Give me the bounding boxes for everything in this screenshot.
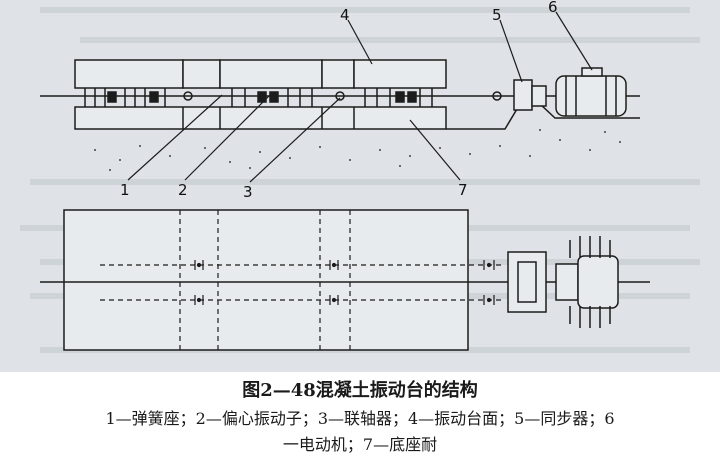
plan-table-outline [63,209,469,351]
callout-6: 6 [548,0,558,16]
electric-motor [555,67,627,117]
coupling [183,91,193,101]
diagram-figure: 1 2 3 4 5 6 7 [0,0,720,372]
table-top-segment [219,59,323,89]
plan-couplings [194,260,495,305]
callout-4: 4 [340,6,350,24]
figure-caption-title: 图2—48混凝土振动台的结构 [242,380,478,401]
base-frame [74,106,447,130]
plan-view [40,209,650,351]
coupling [492,91,502,101]
plan-synchronizer [507,251,547,313]
leader-lines [127,11,593,183]
ground-hatching [94,129,621,171]
figure-caption-legend: 1—弹簧座；2—偏心振动子；3—联轴器；4—振动台面；5—同步器；6 一电动机；… [8,406,712,458]
table-top-segment [321,59,355,89]
spring-seats [84,88,433,107]
eccentric-vibrators [107,91,417,103]
table-top-segment [353,59,447,89]
synchronizer [513,79,533,111]
callout-5: 5 [492,6,502,24]
table-top-segment [182,59,221,89]
callout-1: 1 [120,181,130,199]
table-top-segment [74,59,184,89]
callout-3: 3 [243,183,253,201]
legend-line: 1—弹簧座；2—偏心振动子；3—联轴器；4—振动台面；5—同步器；6 [105,409,615,428]
plan-motor [555,236,619,328]
side-elevation-view [40,59,640,130]
legend-line: 一电动机；7—底座耐 [282,435,438,454]
coupling [335,91,345,101]
callout-7: 7 [458,181,468,199]
callout-2: 2 [178,181,188,199]
